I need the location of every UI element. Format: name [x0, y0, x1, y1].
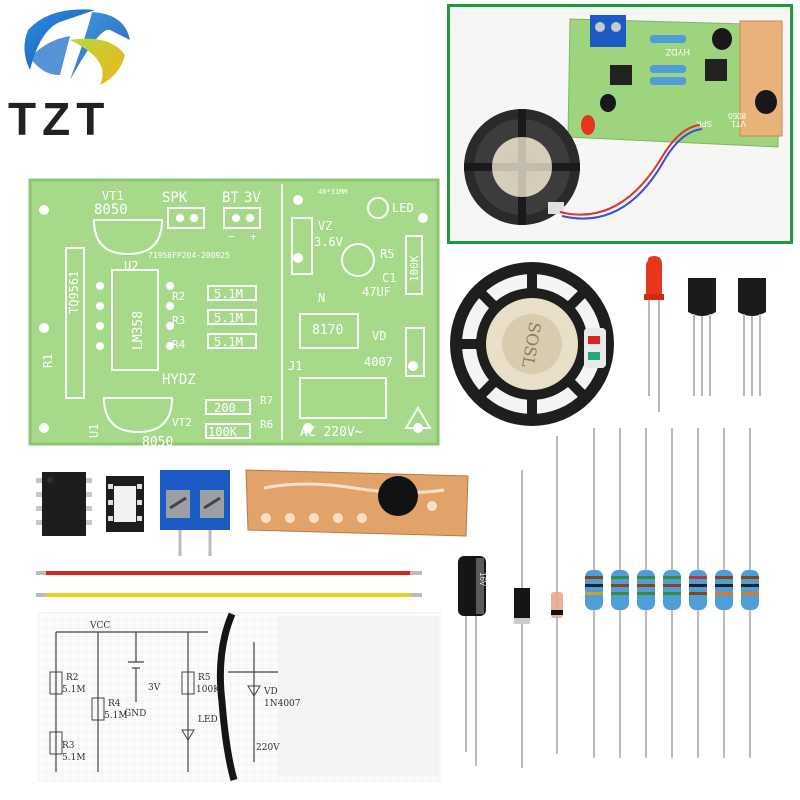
pcb-label-board-size: 46*31MM [318, 188, 348, 196]
pcb-label-tq: TQ9561 [67, 271, 81, 314]
sound-chip-board [739, 20, 783, 137]
schematic-r2-val: 5.1M [62, 685, 86, 695]
schematic-r2: R2 [66, 673, 79, 683]
schematic-led: LED [198, 715, 218, 725]
pcb-label-hydz: HYDZ [162, 372, 196, 388]
pcb-label-r6-val: 100K [208, 425, 238, 439]
rubber-band [216, 612, 238, 781]
schematic-vcc: VCC [89, 621, 110, 631]
schematic-sheet: VCC R2 5.1M R4 5.1M R3 5.1M 3V GND R5 10… [38, 612, 442, 782]
pcb-label-u2: U2 [124, 259, 138, 273]
pcb-label-c1: C1 [382, 271, 396, 285]
brand-logo-text: TZT [8, 93, 111, 145]
pcb-label-board-code: 71956FP204-200925 [148, 251, 230, 260]
led-component [636, 256, 676, 416]
inset-part-label: 8050 [728, 111, 746, 120]
pcb-label-vt2-part: 8050 [142, 435, 173, 448]
screw-terminal [590, 15, 626, 47]
sound-chip-board [244, 466, 470, 540]
speaker: SOSL [446, 258, 626, 438]
inset-spk-label: SPK [695, 119, 712, 128]
pcb-label-minus: − [228, 230, 235, 243]
pcb-label-led: LED [392, 201, 414, 215]
pcb-label-vd: VD [372, 329, 386, 343]
pcb-label-bt-voltage: 3V [244, 190, 261, 206]
resistor [585, 428, 603, 758]
ic-socket [104, 474, 146, 534]
resistor [637, 428, 655, 758]
pcb-label-r3-val: 5.1M [214, 311, 243, 325]
pcb-label-vt2: VT2 [172, 416, 192, 429]
schematic-ac: 220V [256, 743, 280, 753]
pcb-label-n: N [318, 291, 325, 305]
assembled-board-inset: HYDZ SPK VT1 8050 [447, 4, 793, 244]
pcb-label-r2: R2 [172, 290, 185, 303]
screw-terminal [158, 468, 232, 558]
pcb-label-lm358: LM358 [131, 311, 146, 350]
red-wire [36, 566, 422, 580]
schematic-r5-val: 100K [196, 685, 220, 695]
schematic-r3: R3 [62, 741, 75, 751]
pcb-label-n-part: 8170 [312, 323, 343, 338]
pcb-label-r5: R5 [380, 247, 394, 261]
resistor-row [580, 428, 780, 758]
resistor [741, 428, 759, 758]
pcb-label-r6: R6 [260, 418, 273, 431]
led [581, 115, 595, 135]
pcb-label-r7: R7 [260, 394, 273, 407]
schematic-vd: VD [263, 687, 278, 697]
zener-diode [546, 436, 568, 756]
pcb-label-u1: U1 [87, 424, 101, 438]
logo-mark-icon [24, 9, 130, 85]
resistor [611, 428, 629, 758]
capacitor-label: 16V [478, 572, 487, 587]
transistor [734, 276, 770, 398]
pcb-label-ac: AC 220V~ [300, 425, 363, 440]
electrolytic-capacitor: 16V [454, 552, 490, 772]
pcb-label-r2-val: 5.1M [214, 287, 243, 301]
resistor [663, 428, 681, 758]
transistor [684, 276, 720, 398]
pcb-label-c1-val: 47UF [362, 285, 391, 299]
pcb-label-vd-part: 4007 [364, 355, 393, 369]
pcb-label-vt1: VT1 [102, 189, 124, 203]
pcb-label-r5-val: 100K [408, 255, 421, 282]
pcb-label-plus: + [250, 230, 257, 243]
pcb-label-bt: BT [222, 190, 239, 206]
schematic-r3-val: 5.1M [62, 753, 86, 763]
assembled-board-photo: HYDZ SPK VT1 8050 [450, 7, 790, 241]
schematic-r4-val: 5.1M [104, 711, 128, 721]
pcb-label-spk: SPK [162, 190, 188, 206]
resistor [715, 428, 733, 758]
inset-speaker [464, 109, 580, 225]
ic-chip [610, 65, 632, 85]
schematic-vd-part: 1N4007 [264, 699, 301, 709]
resistor [689, 428, 707, 758]
inset-vt1-label: VT1 [731, 119, 746, 128]
yellow-wire [36, 588, 422, 602]
schematic-gnd: GND [124, 709, 146, 719]
inset-hydz-label: HYDZ [665, 47, 690, 57]
pcb-label-j1: J1 [288, 359, 302, 373]
pcb-label-r4-val: 5.1M [214, 335, 243, 349]
schematic-r4: R4 [108, 699, 121, 709]
ic-chip [36, 470, 92, 538]
diode-1n4007 [510, 470, 534, 770]
schematic-bt: 3V [148, 683, 161, 693]
bare-pcb: VT1 8050 SPK BT 3V − + 46*31MM LED 71956… [28, 178, 440, 450]
pcb-label-vt1-part: 8050 [94, 202, 128, 218]
ic-chip [705, 59, 727, 81]
brand-logo [0, 0, 160, 150]
pcb-label-r7-val: 200 [214, 401, 236, 415]
pcb-label-vz-val: 3.6V [314, 235, 343, 249]
pcb-label-r1: R1 [41, 354, 55, 368]
pcb-label-r4: R4 [172, 338, 186, 351]
pcb-label-r3: R3 [172, 314, 185, 327]
schematic-r5: R5 [198, 673, 211, 683]
pcb-label-vz: VZ [318, 219, 332, 233]
